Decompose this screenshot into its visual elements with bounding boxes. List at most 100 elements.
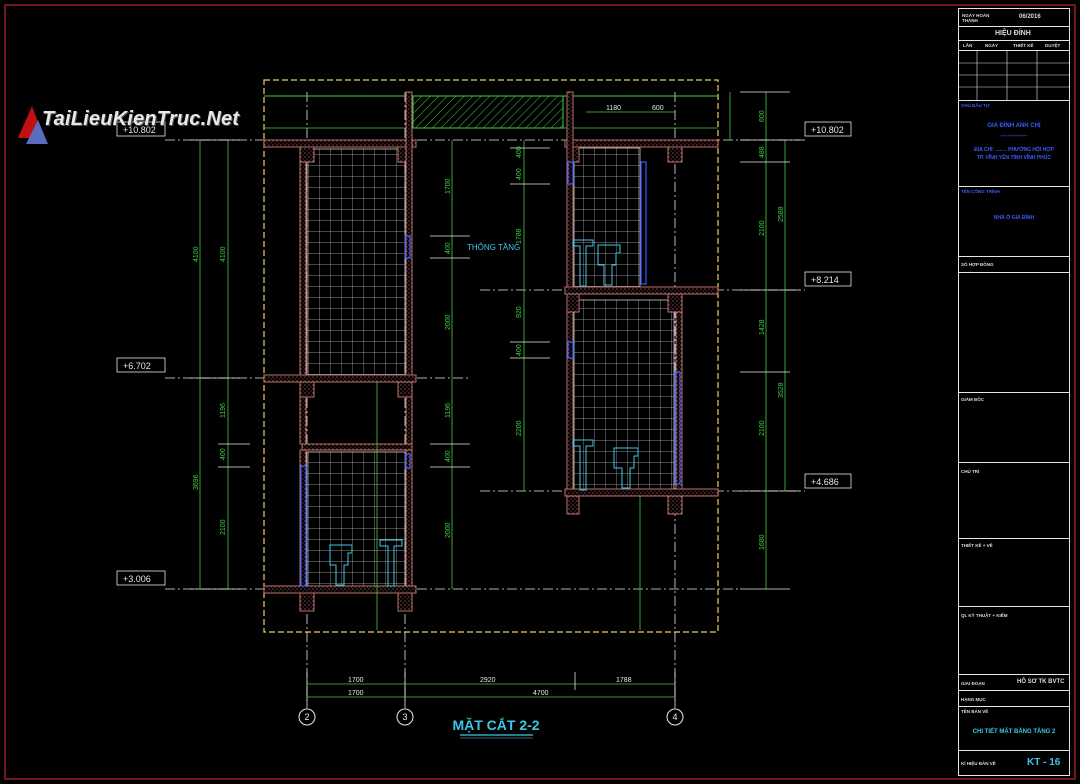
section-title: MẶT CẮT 2-2 xyxy=(452,716,539,733)
tb-date-row: NGÀY HOÀN THÀNH 06/2016 xyxy=(959,9,1069,27)
dim-r-600: 600 xyxy=(759,110,766,122)
dim-c-400c: 400 xyxy=(516,344,523,356)
dim-r-2100b: 2100 xyxy=(759,420,766,436)
level-8214: +8.214 xyxy=(811,275,839,285)
dim-r-2588: 2588 xyxy=(778,206,785,222)
dim-bot-2920: 2920 xyxy=(480,677,496,684)
tb-date-value: 06/2016 xyxy=(1019,14,1041,20)
level-lines xyxy=(165,139,805,590)
tb-revision: HIỆU ĐÍNH xyxy=(995,30,1031,37)
dim-c-1788: 1788 xyxy=(516,228,523,244)
axis-4: 4 xyxy=(672,712,677,722)
dim-left-4100b: 4100 xyxy=(220,246,227,262)
dim-bot-1700a: 1700 xyxy=(348,677,364,684)
dim-c-400b: 400 xyxy=(516,168,523,180)
tb-owner: CHỦ ĐẦU TƯ GIA ĐÌNH ANH CHỊ ------------… xyxy=(959,101,1069,187)
tb-project-label: TÊN CÔNG TRÌNH xyxy=(961,189,1000,194)
tb-contract-label: SỐ HỢP ĐỒNG xyxy=(961,262,994,267)
tb-item: HẠNG MỤC xyxy=(959,691,1069,707)
tb-phase-label: GIAI ĐOẠN xyxy=(961,681,985,686)
axis-2: 2 xyxy=(304,712,309,722)
dim-r-2100: 2100 xyxy=(759,220,766,236)
dim-bot-4700: 4700 xyxy=(533,690,549,697)
tb-owner-line: ---------------- xyxy=(1000,133,1028,139)
dim-mid-2000a: 2000 xyxy=(445,314,452,330)
dim-left-400: 400 xyxy=(220,448,227,460)
tb-rev-col-0: LẦN xyxy=(963,43,973,48)
tb-owner-addr2: TP. VĨNH YÊN TỈNH VĨNH PHÚC xyxy=(977,155,1051,161)
tb-rev-cols: LẦN NGÀY THIẾT KẾ DUYỆT xyxy=(959,41,1069,51)
openings xyxy=(300,161,681,587)
tb-director: GIÁM ĐỐC xyxy=(959,393,1069,463)
green-guides xyxy=(376,92,731,630)
tb-phase-value: HỒ SƠ TK BVTC xyxy=(1017,679,1065,685)
dimension-labels: 1180 600 4100 4100 1196 400 3696 2100 17… xyxy=(193,105,785,697)
tile-wall-lower-right xyxy=(573,299,675,491)
dim-top-600: 600 xyxy=(652,105,664,112)
dim-mid-400a: 400 xyxy=(445,242,452,254)
dim-bot-1788: 1788 xyxy=(616,677,632,684)
tb-chair: CHỦ TRÌ xyxy=(959,463,1069,539)
tb-design: THIẾT KẾ + VẼ xyxy=(959,539,1069,607)
tile-wall-upper-left xyxy=(306,148,406,377)
tb-rev-col-3: DUYỆT xyxy=(1045,43,1061,48)
tile-wall-upper-right xyxy=(573,147,641,289)
tb-rev-grid xyxy=(959,51,1069,101)
tb-rev-col-2: THIẾT KẾ xyxy=(1013,43,1034,48)
dim-mid-400b: 400 xyxy=(445,450,452,462)
tb-code-label: KÍ HIỆU BẢN VẼ xyxy=(961,761,996,766)
tb-code: KÍ HIỆU BẢN VẼ KT - 16 xyxy=(959,751,1069,775)
outer-border xyxy=(4,4,1076,780)
watermark-logo xyxy=(14,100,264,150)
tb-project-name: NHÀ Ở GIA ĐÌNH xyxy=(993,215,1035,221)
dim-r-3528: 3528 xyxy=(778,382,785,398)
dim-left-1196: 1196 xyxy=(220,403,227,418)
watermark-text: TaiLieuKienTruc.Net xyxy=(42,108,240,130)
dim-top-1180: 1180 xyxy=(606,105,621,112)
dim-c-400a: 400 xyxy=(516,146,523,158)
shaft-label: THÔNG TẦNG xyxy=(467,242,520,252)
tb-date-label: NGÀY HOÀN THÀNH xyxy=(962,13,990,23)
level-left-10802: +10.802 xyxy=(123,125,156,135)
tb-owner-label: CHỦ ĐẦU TƯ xyxy=(961,103,990,108)
tb-rev-col-1: NGÀY xyxy=(985,43,999,48)
tile-wall-lower-left xyxy=(306,451,406,589)
dim-bot-1700b: 1700 xyxy=(348,690,364,697)
tb-blank xyxy=(959,273,1069,393)
level-3006: +3.006 xyxy=(123,574,151,584)
tb-phase: GIAI ĐOẠN HỒ SƠ TK BVTC xyxy=(959,675,1069,691)
tb-chair-label: CHỦ TRÌ xyxy=(961,469,980,474)
level-6702: +6.702 xyxy=(123,361,151,371)
section-frame xyxy=(263,79,719,633)
dimension-ticks xyxy=(190,91,800,704)
tb-kt-label: QL KỸ THUẬT + KIỂM xyxy=(961,613,1008,618)
dim-left-3696: 3696 xyxy=(193,474,200,490)
tb-contract: SỐ HỢP ĐỒNG xyxy=(959,257,1069,273)
tb-item-label: HẠNG MỤC xyxy=(961,697,986,702)
tb-revision-row: HIỆU ĐÍNH xyxy=(959,27,1069,41)
level-4686: +4.686 xyxy=(811,477,839,487)
tb-owner-addr1: ĐỊA CHỈ: ........ PHƯỜNG HỘI HỢP xyxy=(974,147,1054,153)
level-markers: +10.802 +10.802 +8.214 +6.702 +4.686 +3.… xyxy=(116,121,852,586)
axis-3: 3 xyxy=(402,712,407,722)
dim-mid-2000b: 2000 xyxy=(445,522,452,538)
dimension-lines xyxy=(199,92,786,698)
dim-c-2200: 2200 xyxy=(516,420,523,436)
dim-left-2100: 2100 xyxy=(220,519,227,535)
dim-mid-1700: 1700 xyxy=(445,178,452,194)
tb-director-label: GIÁM ĐỐC xyxy=(961,397,984,402)
axis-bubbles: 2 3 4 xyxy=(298,708,684,726)
tb-code-value: KT - 16 xyxy=(1027,757,1061,768)
tb-project: TÊN CÔNG TRÌNH NHÀ Ở GIA ĐÌNH xyxy=(959,187,1069,257)
tb-kt: QL KỸ THUẬT + KIỂM xyxy=(959,607,1069,675)
dim-r-488: 488 xyxy=(759,146,766,158)
roof-slab xyxy=(412,95,564,129)
logo-icon xyxy=(18,106,48,144)
tb-sheet-name: CHI TIẾT MẶT BẰNG TẦNG 2 xyxy=(972,729,1056,735)
dim-left-4100: 4100 xyxy=(193,246,200,262)
floor-slabs xyxy=(263,91,719,612)
tb-sheet-label: TÊN BẢN VẼ xyxy=(961,709,989,714)
title-block: NGÀY HOÀN THÀNH 06/2016 HIỆU ĐÍNH LẦN NG… xyxy=(958,8,1070,776)
sanitary-fixtures xyxy=(329,239,639,587)
